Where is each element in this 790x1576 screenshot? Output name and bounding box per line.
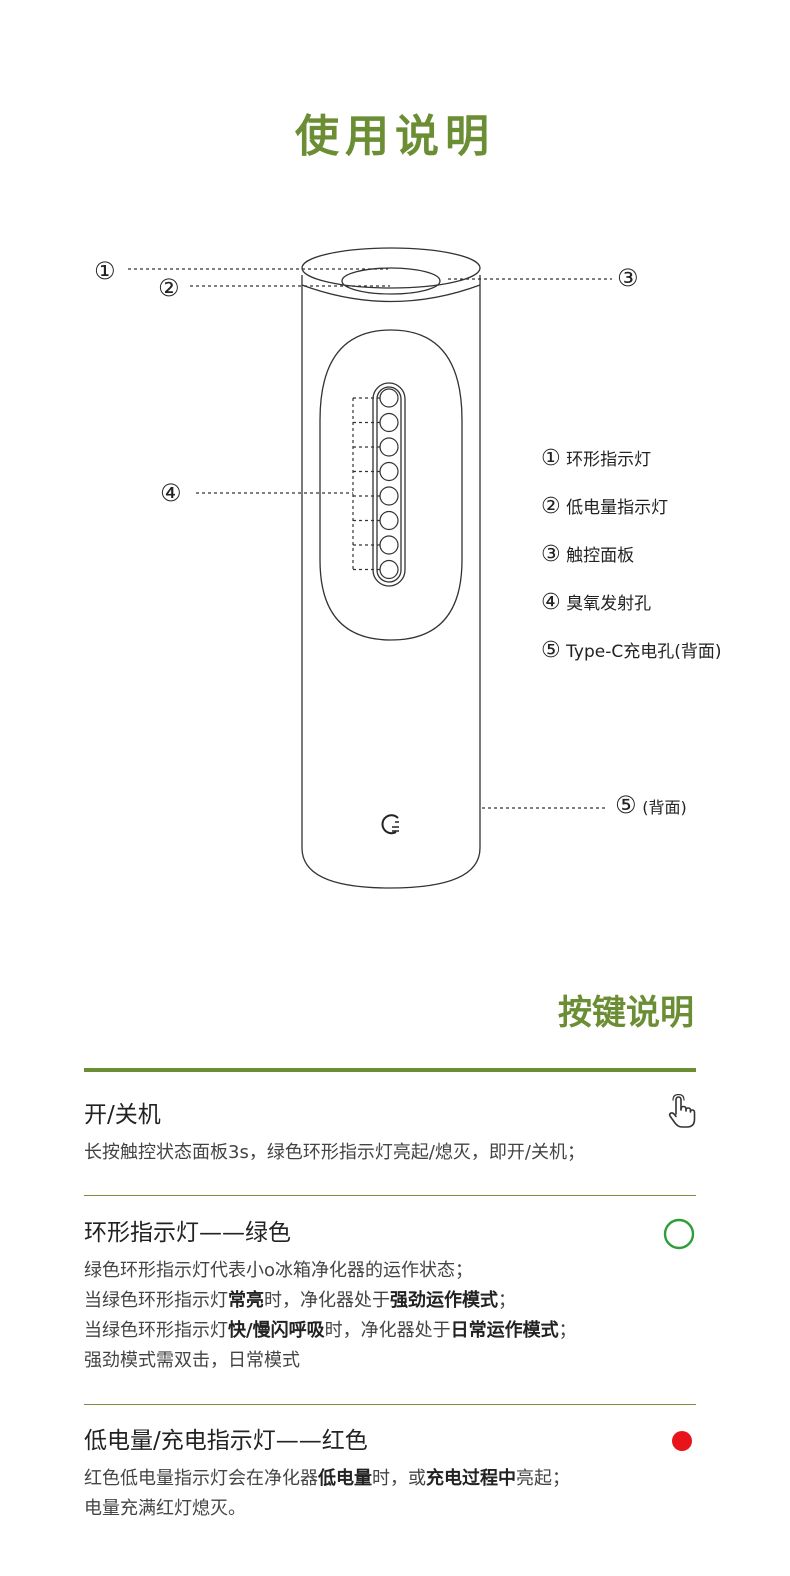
divider-thick	[84, 1068, 696, 1072]
callout-5-num: ⑤	[615, 791, 637, 819]
callout-4: ④	[160, 479, 182, 507]
section-ring: 环形指示灯——绿色 绿色环形指示灯代表小o冰箱净化器的运作状态； 当绿色环形指示…	[84, 1216, 696, 1376]
ring-line: 当绿色环形指示灯常亮时，净化器处于强劲运作模式；	[84, 1290, 516, 1311]
green-ring-icon	[663, 1218, 695, 1250]
battery-line: 电量充满红灯熄灭。	[84, 1498, 246, 1519]
ring-title: 环形指示灯——绿色	[84, 1220, 291, 1246]
divider	[84, 1404, 696, 1405]
callout-5-note: (背面)	[642, 798, 687, 817]
power-body: 长按触控状态面板3s，绿色环形指示灯亮起/熄灭，即开/关机；	[84, 1142, 585, 1163]
legend-item: ④ 臭氧发射孔	[541, 589, 721, 637]
callout-5: ⑤ (背面)	[615, 793, 687, 818]
legend-label: Type-C充电孔(背面)	[566, 642, 722, 662]
legend-num: ⑤	[541, 638, 561, 663]
legend-label: 触控面板	[566, 546, 635, 566]
battery-body: 红色低电量指示灯会在净化器低电量时，或充电过程中亮起； 电量充满红灯熄灭。	[84, 1464, 696, 1524]
section-battery: 低电量/充电指示灯——红色 红色低电量指示灯会在净化器低电量时，或充电过程中亮起…	[84, 1424, 696, 1524]
ozone-hole	[379, 412, 399, 433]
ring-line: 强劲模式需双击，日常模式	[84, 1350, 300, 1371]
power-title: 开/关机	[84, 1102, 161, 1128]
legend-label: 低电量指示灯	[566, 498, 669, 518]
battery-line: 红色低电量指示灯会在净化器低电量时，或充电过程中亮起；	[84, 1468, 570, 1489]
callout-1: ①	[94, 257, 116, 285]
ozone-hole	[379, 535, 399, 555]
ring-line: 当绿色环形指示灯快/慢闪呼吸时，净化器处于日常运作模式；	[84, 1320, 577, 1341]
ozone-hole	[379, 388, 399, 408]
legend-num: ④	[541, 590, 561, 615]
ozone-hole	[379, 510, 399, 531]
callout-2: ②	[158, 274, 180, 302]
legend-label: 环形指示灯	[566, 450, 652, 470]
ozone-hole	[379, 437, 399, 457]
legend-item: ① 环形指示灯	[541, 445, 721, 493]
ozone-hole	[379, 486, 399, 506]
legend-item: ⑤ Type-C充电孔(背面)	[541, 637, 721, 685]
keys-title: 按键说明	[558, 993, 694, 1033]
section-power: 开/关机 长按触控状态面板3s，绿色环形指示灯亮起/熄灭，即开/关机；	[84, 1094, 696, 1168]
legend-num: ②	[541, 494, 561, 519]
page-title: 使用说明	[295, 111, 495, 162]
ring-body: 绿色环形指示灯代表小o冰箱净化器的运作状态； 当绿色环形指示灯常亮时，净化器处于…	[84, 1256, 696, 1376]
legend-num: ①	[541, 446, 561, 471]
legend-item: ③ 触控面板	[541, 541, 721, 589]
divider	[84, 1195, 696, 1196]
purifier-diagram	[128, 247, 612, 889]
red-dot-icon	[672, 1431, 692, 1451]
legend-item: ② 低电量指示灯	[541, 493, 721, 541]
callout-3: ③	[617, 264, 639, 292]
parts-legend: ① 环形指示灯 ② 低电量指示灯 ③ 触控面板 ④ 臭氧发射孔 ⑤ Type-C…	[541, 445, 721, 685]
battery-title: 低电量/充电指示灯——红色	[84, 1428, 368, 1454]
legend-num: ③	[541, 542, 561, 567]
hand-touch-icon	[668, 1094, 696, 1128]
ozone-hole	[379, 559, 399, 580]
legend-label: 臭氧发射孔	[566, 594, 652, 614]
ring-line: 绿色环形指示灯代表小o冰箱净化器的运作状态；	[84, 1260, 474, 1281]
ozone-hole	[379, 461, 399, 482]
type-c-port-icon	[381, 814, 399, 835]
